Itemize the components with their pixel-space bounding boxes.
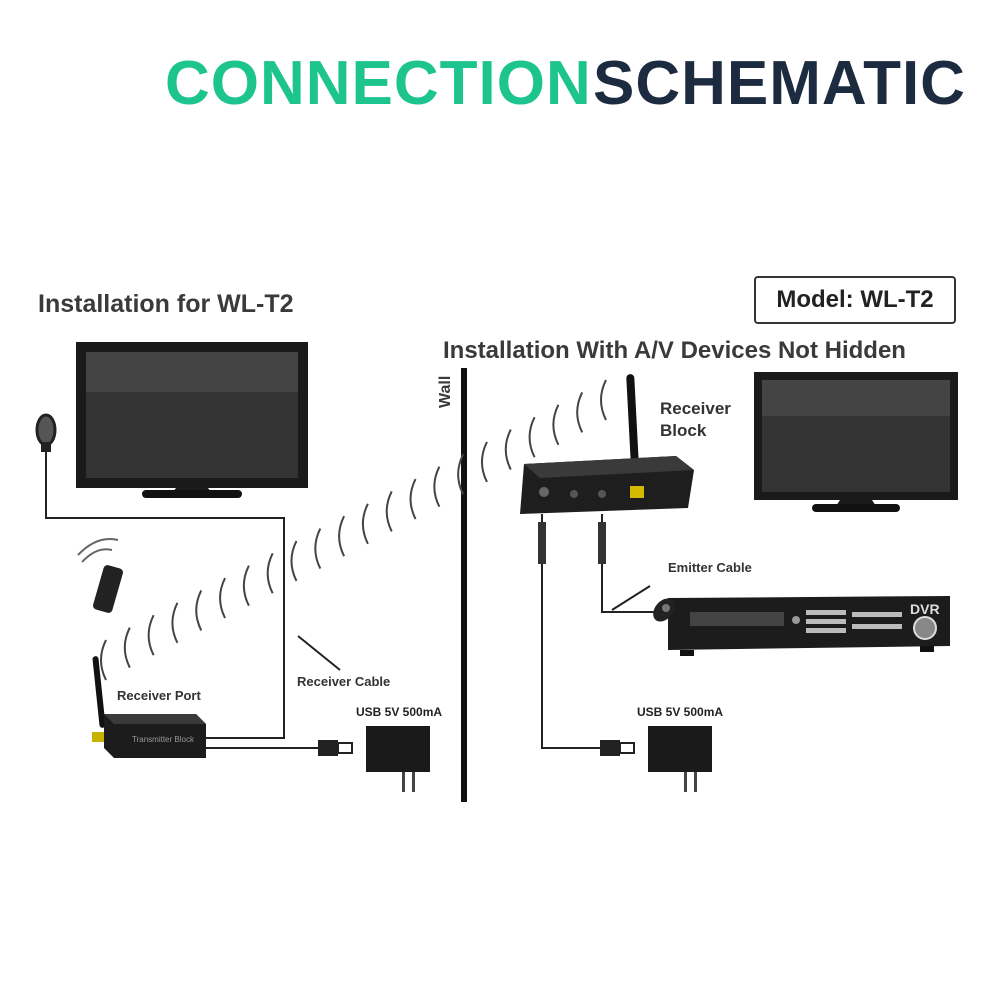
signal-wave-arc bbox=[338, 515, 345, 557]
signal-wave-arc bbox=[361, 503, 369, 545]
signal-wave-arc bbox=[219, 577, 226, 619]
signal-wave-arc bbox=[123, 627, 131, 669]
signal-wave-arc bbox=[528, 416, 536, 458]
emitter-cable-pointer bbox=[611, 585, 651, 611]
signal-wave-arc bbox=[457, 453, 465, 495]
ir-signal-waves bbox=[100, 379, 607, 681]
signal-wave-arc bbox=[600, 379, 607, 421]
receiver-port-device: Transmitter Block bbox=[92, 656, 206, 758]
title-part-2: SCHEMATIC bbox=[593, 49, 966, 118]
signal-wave-arc bbox=[504, 429, 512, 470]
title-part-1: CONNECTION bbox=[165, 49, 592, 118]
receiver-block-label-line-2: Block bbox=[660, 421, 707, 440]
signal-wave-arc bbox=[147, 614, 155, 656]
dvr-label: DVR bbox=[910, 601, 940, 617]
signal-wave-arc bbox=[409, 478, 417, 520]
emitter-cable-label: Emitter Cable bbox=[668, 560, 752, 575]
right-usb-cable bbox=[541, 514, 600, 749]
signal-wave-arc bbox=[552, 404, 560, 446]
signal-wave-arc bbox=[100, 639, 107, 681]
left-emitter-eye bbox=[35, 413, 57, 452]
signal-wave-arc bbox=[433, 466, 441, 508]
model-label: Model: WL-T2 bbox=[776, 286, 934, 313]
signal-wave-arc bbox=[242, 565, 250, 607]
usb-label-left: USB 5V 500mA bbox=[356, 705, 443, 719]
transmitter-text: Transmitter Block bbox=[132, 735, 195, 744]
signal-wave-arc bbox=[314, 528, 322, 570]
dvr-device: DVR bbox=[668, 596, 950, 656]
usb-plug-right bbox=[600, 740, 635, 756]
right-emitter-cable bbox=[601, 514, 656, 613]
receiver-cable-label: Receiver Cable bbox=[297, 674, 391, 689]
left-heading: Installation for WL-T2 bbox=[38, 290, 294, 318]
left-emitter-cable bbox=[45, 452, 285, 739]
signal-wave-arc bbox=[195, 590, 203, 631]
wall-label: Wall bbox=[437, 375, 454, 408]
usb-adapter-left bbox=[366, 726, 430, 792]
signal-wave-arc bbox=[290, 540, 298, 582]
signal-wave-arc bbox=[266, 552, 274, 594]
receiver-port-label: Receiver Port bbox=[117, 688, 201, 703]
right-heading: Installation With A/V Devices Not Hidden bbox=[443, 337, 906, 364]
usb-label-right: USB 5V 500mA bbox=[637, 705, 724, 719]
right-emitter-eye bbox=[653, 598, 675, 622]
signal-wave-arc bbox=[576, 391, 584, 433]
diagram-title: CONNECTION SCHEMATIC bbox=[0, 44, 1000, 124]
signal-wave-arc bbox=[480, 441, 488, 483]
left-tv bbox=[76, 342, 308, 498]
wall-line bbox=[461, 368, 467, 802]
right-tv bbox=[754, 372, 958, 512]
receiver-block bbox=[520, 374, 694, 514]
receiver-cable-pointer bbox=[297, 635, 341, 671]
usb-plug-left bbox=[318, 740, 353, 756]
signal-wave-arc bbox=[171, 602, 179, 644]
receiver-block-label: Receiver Block bbox=[660, 398, 731, 442]
signal-wave-arc bbox=[385, 490, 393, 532]
model-box: Model: WL-T2 bbox=[754, 276, 956, 324]
receiver-block-label-line-1: Receiver bbox=[660, 399, 731, 418]
remote-control bbox=[77, 538, 124, 613]
usb-adapter-right bbox=[648, 726, 712, 792]
